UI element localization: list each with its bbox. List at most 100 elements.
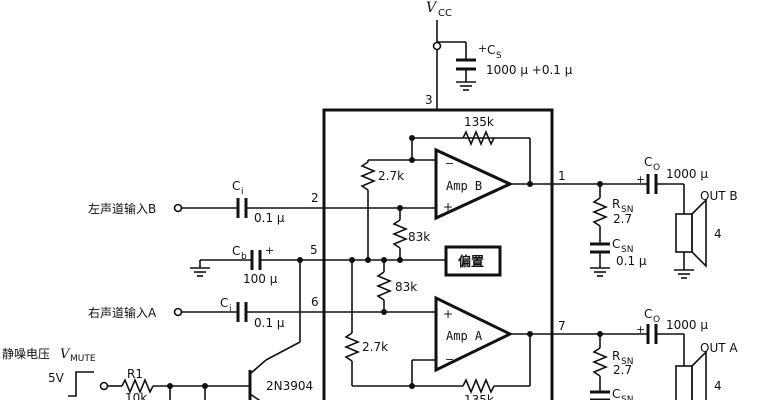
rsn-b-subscript: SN bbox=[621, 205, 633, 215]
co-a-plus: + bbox=[636, 323, 645, 336]
co-b-plus: + bbox=[636, 173, 645, 186]
rsn-a-resistor bbox=[591, 347, 609, 377]
co-b-subscript: O bbox=[653, 163, 660, 173]
ci-b-value: 0.1 μ bbox=[254, 211, 285, 225]
mute-v-subscript: MUTE bbox=[70, 354, 96, 364]
rsn-b-value: 2.7 bbox=[613, 212, 632, 226]
amp-b-plus: + bbox=[443, 200, 453, 214]
co-a-name: C bbox=[644, 307, 652, 321]
r1-name: R1 bbox=[127, 367, 143, 381]
ci-a-name: C bbox=[220, 296, 228, 310]
pin-6-label: 6 bbox=[311, 295, 319, 309]
speaker-a-label: OUT A bbox=[700, 341, 738, 355]
resistor-2.7k-top bbox=[359, 161, 377, 191]
csn-a-subscript: SN bbox=[621, 395, 633, 400]
cb-plus: + bbox=[265, 244, 274, 257]
rsn-a-name: R bbox=[612, 349, 620, 363]
mute-v: V bbox=[60, 347, 71, 362]
ground-symbol bbox=[456, 81, 476, 91]
ci-b-capacitor bbox=[236, 198, 248, 218]
feedback-resistor-135k-top bbox=[462, 129, 495, 147]
csn-b-name: C bbox=[612, 237, 620, 251]
co-a-capacitor bbox=[646, 324, 658, 344]
vcc-label: V bbox=[426, 0, 438, 16]
speaker-out-a bbox=[675, 350, 707, 400]
amp-a-minus: − bbox=[445, 353, 454, 366]
resistor-2.7k-bottom bbox=[343, 332, 361, 362]
vcc-terminal[interactable] bbox=[432, 41, 442, 51]
cs-subscript: S bbox=[496, 51, 502, 61]
feedback-resistor-135k-bottom bbox=[462, 377, 495, 395]
amp-b-minus: − bbox=[445, 157, 454, 170]
input-a-terminal[interactable] bbox=[173, 307, 183, 317]
r1-value: 10k bbox=[125, 391, 147, 400]
csn-a-name: C bbox=[612, 387, 620, 400]
cb-capacitor bbox=[250, 250, 262, 270]
amp-b-opamp bbox=[434, 147, 514, 221]
input-a-label: 右声道输入A bbox=[88, 305, 157, 320]
cs-name: C bbox=[487, 43, 495, 57]
cb-ground bbox=[190, 267, 210, 277]
amp-a-label: Amp A bbox=[446, 329, 483, 343]
speaker-out-b bbox=[675, 198, 707, 268]
speaker-b-pin: 4 bbox=[714, 227, 722, 241]
co-a-subscript: O bbox=[653, 315, 660, 325]
csn-b-value: 0.1 μ bbox=[616, 254, 647, 268]
mute-pulse bbox=[68, 371, 94, 397]
csn-b-subscript: SN bbox=[621, 245, 633, 255]
input-b-terminal[interactable] bbox=[173, 203, 183, 213]
bias-label: 偏置 bbox=[458, 254, 484, 270]
speaker-b-label: OUT B bbox=[700, 189, 738, 203]
ci-b-subscript: i bbox=[241, 187, 244, 197]
pin-1-label: 1 bbox=[558, 169, 566, 183]
rsn-a-value: 2.7 bbox=[613, 363, 632, 377]
co-b-value: 1000 μ bbox=[666, 167, 708, 181]
r135k-top-label: 135k bbox=[464, 115, 494, 129]
co-b-capacitor bbox=[646, 174, 658, 194]
amp-a-opamp bbox=[434, 295, 514, 373]
rsn-b-resistor bbox=[591, 197, 609, 227]
mute-label: 静噪电压 bbox=[2, 347, 50, 361]
pin-3-label: 3 bbox=[425, 93, 433, 107]
speaker-a-pin: 4 bbox=[714, 379, 722, 393]
csn-a-capacitor bbox=[590, 390, 610, 400]
rsn-b-name: R bbox=[612, 197, 620, 211]
ci-a-value: 0.1 μ bbox=[254, 316, 285, 330]
r27-bottom-label: 2.7k bbox=[362, 340, 388, 354]
r27-top-label: 2.7k bbox=[378, 169, 404, 183]
r83k-top-label: 83k bbox=[408, 230, 430, 244]
ci-b-name: C bbox=[232, 179, 240, 193]
mute-level: 5V bbox=[48, 371, 65, 385]
cb-name: C bbox=[232, 244, 240, 258]
pin-7-label: 7 bbox=[558, 319, 566, 333]
cs-plus: + bbox=[478, 42, 487, 55]
bias-block bbox=[444, 245, 502, 277]
amp-b-label: Amp B bbox=[446, 179, 482, 193]
vcc-subscript: CC bbox=[438, 8, 452, 19]
transistor-2n3904 bbox=[248, 359, 267, 400]
r135k-bottom-label: 135k bbox=[464, 393, 494, 400]
mute-terminal[interactable] bbox=[99, 381, 109, 391]
ci-a-capacitor bbox=[236, 302, 248, 322]
cs-value: 1000 μ +0.1 μ bbox=[486, 63, 573, 77]
cb-value: 100 μ bbox=[243, 272, 278, 286]
pin-2-label: 2 bbox=[311, 191, 319, 205]
r83k-bottom-label: 83k bbox=[395, 280, 417, 294]
cs-capacitor bbox=[456, 58, 476, 71]
transistor-label: 2N3904 bbox=[266, 379, 313, 393]
resistor-r1 bbox=[121, 377, 154, 395]
csn-b-capacitor bbox=[590, 242, 610, 254]
amp-a-plus: + bbox=[443, 307, 453, 321]
pin-5-label: 5 bbox=[310, 243, 318, 257]
input-b-label: 左声道输入B bbox=[88, 201, 156, 216]
co-b-name: C bbox=[644, 155, 652, 169]
rsn-a-subscript: SN bbox=[621, 357, 633, 367]
cb-subscript: b bbox=[241, 252, 247, 262]
resistor-83k-bottom bbox=[375, 271, 393, 301]
ci-a-subscript: i bbox=[229, 304, 232, 314]
resistor-83k-top bbox=[391, 219, 409, 249]
co-a-value: 1000 μ bbox=[666, 318, 708, 332]
ic-package bbox=[322, 108, 554, 400]
speaker-b-ground bbox=[674, 269, 694, 279]
